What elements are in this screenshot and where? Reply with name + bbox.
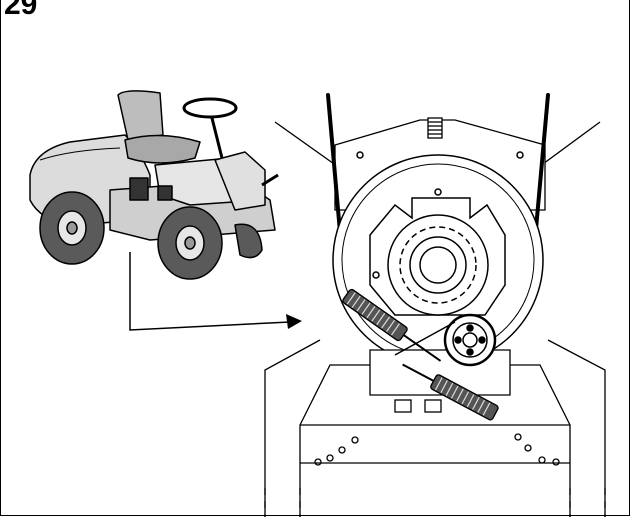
top-spring [427,117,443,139]
pointer-arrow [129,252,302,331]
tension-arm [394,321,456,356]
figure-number: 29 [4,0,38,21]
riding-mower-illustration [29,90,279,280]
pulley-disc [332,151,544,376]
tension-spring-upper [342,288,442,362]
idler-pulley [443,313,497,367]
tension-spring-lower [402,363,499,421]
cutting-deck-outline [264,339,606,517]
